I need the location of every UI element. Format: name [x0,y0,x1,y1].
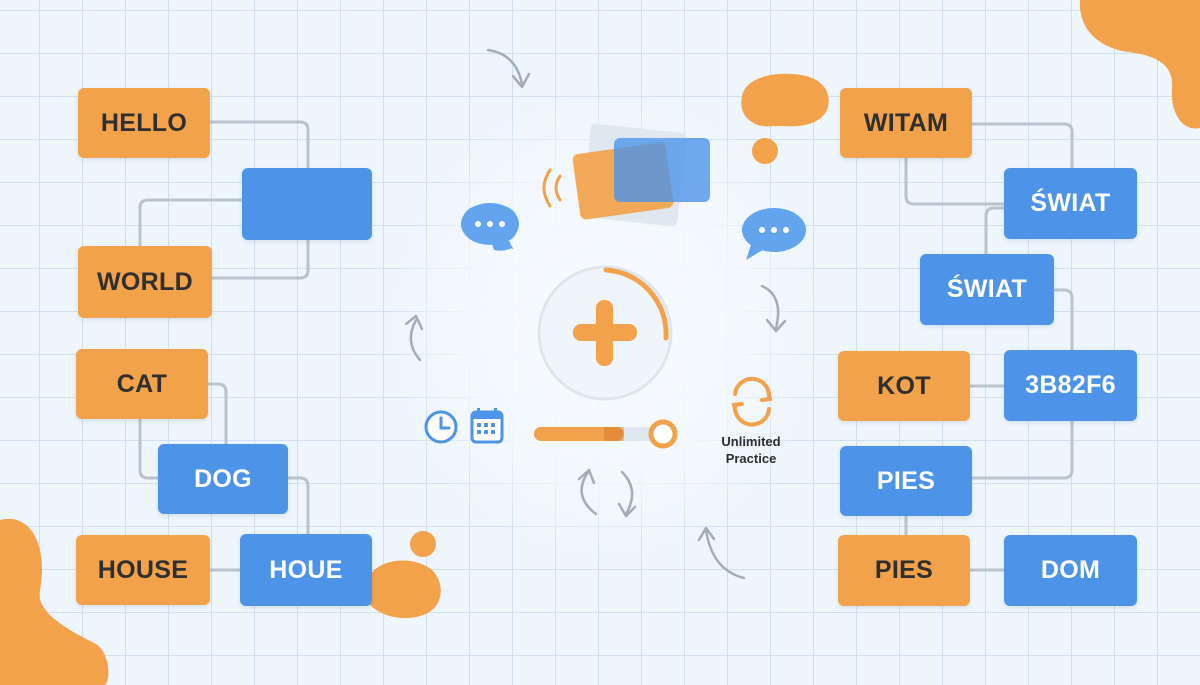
word-card-pies-orange[interactable]: PIES [838,535,970,606]
word-card-blank[interactable] [242,168,372,240]
top-right-speech-dot [752,138,778,164]
refresh-icon [731,376,773,427]
word-card-swiat-middle[interactable]: ŚWIAT [920,254,1054,325]
arrow-icon-bottom-left [577,468,598,516]
word-card-swiat-top[interactable]: ŚWIAT [1004,168,1137,239]
word-card-dom[interactable]: DOM [1004,535,1137,606]
bottom-left-blob [0,518,109,685]
arrow-icon-right [760,284,787,333]
word-card-houe[interactable]: HOUE [240,534,372,606]
flashcards-icon [542,123,710,227]
word-card-world[interactable]: WORLD [78,246,212,318]
word-card-house[interactable]: HOUSE [76,535,210,605]
word-card-witam[interactable]: WITAM [840,88,972,158]
unlimited-practice-label: Unlimited Practice [706,433,796,467]
progress-slider [534,419,678,449]
clock-icon [424,410,458,444]
top-right-blob [1079,0,1200,129]
arrow-icon-bottom-right [617,470,637,518]
bottom-middle-dot [410,531,436,557]
speech-bubble-icon-right [742,208,806,260]
word-card-kot[interactable]: KOT [838,351,970,421]
calendar-icon [470,408,504,444]
arrow-icon-lower-right [697,526,746,580]
word-card-hex-code[interactable]: 3B82F6 [1004,350,1137,421]
word-card-dog[interactable]: DOG [158,444,288,514]
word-card-pies-blue[interactable]: PIES [840,446,972,516]
arrow-icon-top [486,48,531,89]
plus-icon [537,265,673,401]
word-card-cat[interactable]: CAT [76,349,208,419]
speech-bubble-icon-left [461,203,519,251]
arrow-icon-left [404,314,424,362]
practice-line-1: Unlimited [721,434,781,449]
bottom-middle-blob [366,560,441,619]
word-card-hello[interactable]: HELLO [78,88,210,158]
top-right-speech-blob [741,73,829,127]
practice-line-2: Practice [725,451,777,466]
